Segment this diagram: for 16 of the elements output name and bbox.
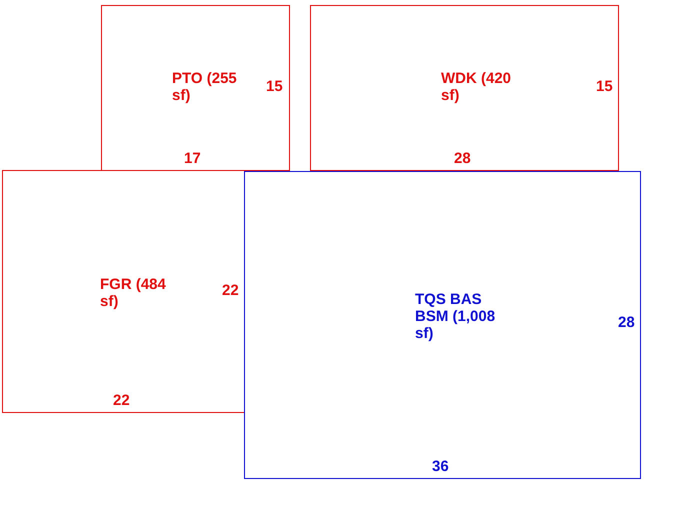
room-label: WDK (420 sf) <box>441 70 512 104</box>
room-label: FGR (484 sf) <box>100 276 167 310</box>
room-outline <box>2 170 245 413</box>
dimension-label: 15 <box>596 78 613 95</box>
dimension-label: 22 <box>113 392 130 409</box>
dimension-label: 22 <box>222 282 239 299</box>
room-outline <box>101 5 290 171</box>
room-label: TQS BAS BSM (1,008 sf) <box>415 291 496 342</box>
room-outline <box>310 5 619 171</box>
dimension-label: 36 <box>432 458 449 475</box>
dimension-label: 28 <box>618 314 635 331</box>
dimension-label: 28 <box>454 150 471 167</box>
room-outline <box>244 171 641 479</box>
dimension-label: 15 <box>266 78 283 95</box>
room-label: PTO (255 sf) <box>172 70 238 104</box>
dimension-label: 17 <box>184 150 201 167</box>
